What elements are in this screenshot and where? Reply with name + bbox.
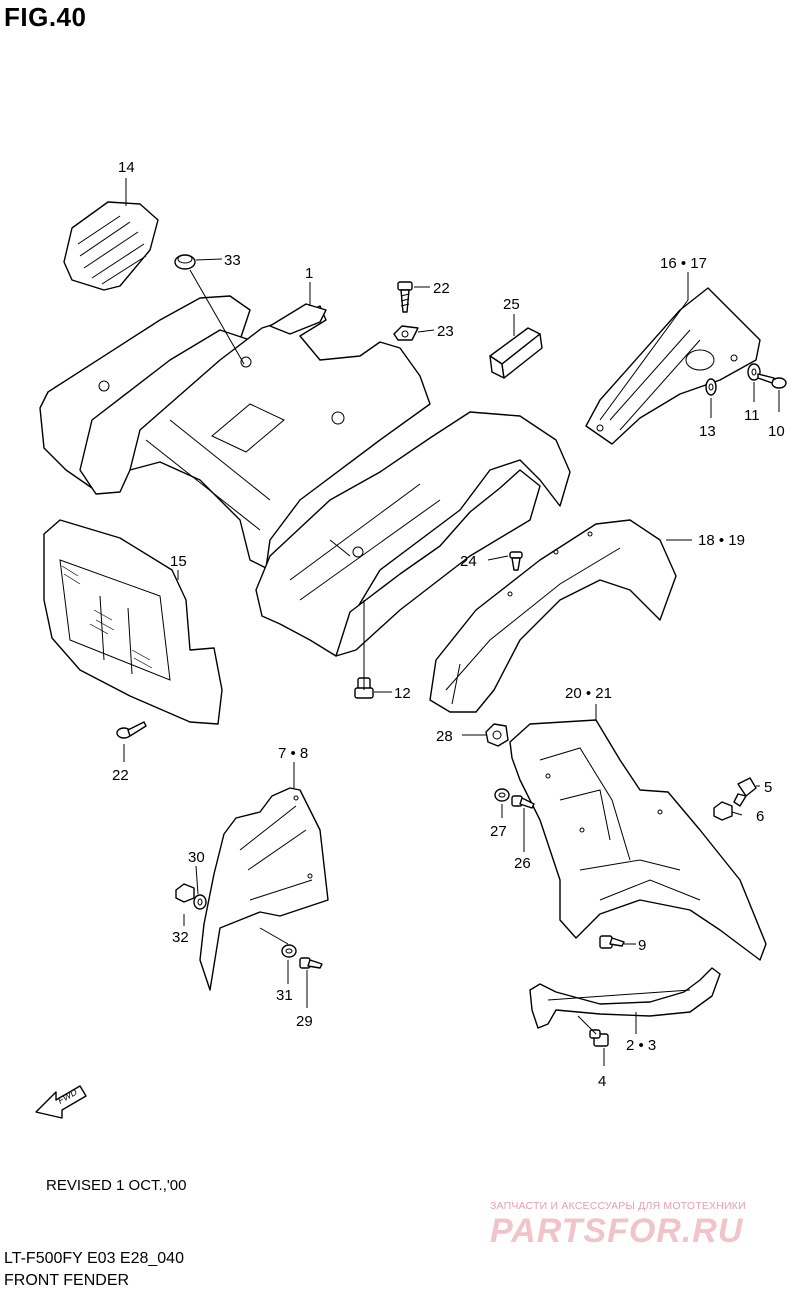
- arrow-fwd-icon: FWD: [35, 1085, 87, 1119]
- part-33-grommet[interactable]: [174, 254, 196, 270]
- part-15-grille-bezel[interactable]: [43, 519, 223, 725]
- part-25-foam-block[interactable]: [489, 327, 543, 379]
- part-16-17-bracket[interactable]: [585, 287, 761, 445]
- callout-31[interactable]: 31: [276, 987, 293, 1004]
- part-11-washer[interactable]: [747, 363, 761, 381]
- figure-title: FIG.40: [4, 2, 87, 32]
- leader-lines: [123, 178, 780, 1066]
- callout-12[interactable]: 12: [394, 685, 411, 702]
- callout-22-upper[interactable]: 22: [433, 280, 450, 297]
- part-18-19-mud-flap[interactable]: [429, 519, 677, 713]
- callout-10[interactable]: 10: [768, 423, 785, 440]
- callout-13[interactable]: 13: [699, 423, 716, 440]
- callout-20-21[interactable]: 20 • 21: [565, 685, 612, 702]
- callout-15[interactable]: 15: [170, 553, 187, 570]
- callout-24[interactable]: 24: [460, 553, 477, 570]
- callout-25[interactable]: 25: [503, 296, 520, 313]
- part-14-pad[interactable]: [63, 201, 159, 291]
- callout-18-19[interactable]: 18 • 19: [698, 532, 745, 549]
- callout-16-17[interactable]: 16 • 17: [660, 255, 707, 272]
- part-1-front-fender[interactable]: [39, 295, 571, 657]
- callout-26[interactable]: 26: [514, 855, 531, 872]
- part-22-screw-upper[interactable]: [397, 281, 413, 313]
- callout-32[interactable]: 32: [172, 929, 189, 946]
- part-13-washer[interactable]: [705, 378, 717, 396]
- part-6-nut[interactable]: [713, 801, 733, 821]
- part-7-8-mud-guard[interactable]: [199, 787, 329, 991]
- part-20-21-inner-fender[interactable]: [509, 719, 767, 961]
- part-27-washer[interactable]: [494, 788, 510, 802]
- callout-6[interactable]: 6: [756, 808, 764, 825]
- callout-23[interactable]: 23: [437, 323, 454, 340]
- callout-22-lower[interactable]: 22: [112, 767, 129, 784]
- part-32-nut[interactable]: [175, 883, 195, 903]
- callout-4[interactable]: 4: [598, 1073, 606, 1090]
- part-30-washer[interactable]: [193, 894, 207, 910]
- callout-labels: 14 33 1 22 23 25 16 • 17 13 11 10 15 18 …: [112, 159, 785, 1090]
- part-24-push-rivet[interactable]: [509, 551, 523, 571]
- part-26-bolt[interactable]: [511, 795, 535, 809]
- part-2-3-bar[interactable]: [529, 967, 721, 1029]
- part-4-bolt[interactable]: [589, 1029, 609, 1047]
- watermark-tagline: ЗАПЧАСТИ И АКСЕССУАРЫ ДЛЯ МОТОТЕХНИКИ: [490, 1200, 746, 1212]
- callout-7-8[interactable]: 7 • 8: [278, 745, 308, 762]
- callout-5[interactable]: 5: [764, 779, 772, 796]
- callout-30[interactable]: 30: [188, 849, 205, 866]
- callout-28[interactable]: 28: [436, 728, 453, 745]
- callout-9[interactable]: 9: [638, 937, 646, 954]
- callout-1[interactable]: 1: [305, 265, 313, 282]
- part-28-nut[interactable]: [485, 723, 509, 747]
- part-10-screw[interactable]: [757, 373, 787, 389]
- callout-29[interactable]: 29: [296, 1013, 313, 1030]
- callout-14[interactable]: 14: [118, 159, 135, 176]
- figure-name: FRONT FENDER: [4, 1272, 130, 1289]
- part-22-screw-lower[interactable]: [116, 721, 147, 739]
- watermark-logo: PARTSFOR.RU: [490, 1212, 744, 1250]
- part-23-nut-clip[interactable]: [393, 325, 419, 341]
- part-31-washer[interactable]: [281, 944, 297, 958]
- callout-2-3[interactable]: 2 • 3: [626, 1037, 656, 1054]
- part-29-bolt[interactable]: [299, 957, 323, 969]
- part-5-clip[interactable]: [733, 777, 757, 807]
- callout-11[interactable]: 11: [744, 407, 760, 424]
- model-code: LT-F500FY E03 E28_040: [4, 1250, 184, 1267]
- callout-27[interactable]: 27: [490, 823, 507, 840]
- revision-note: REVISED 1 OCT.,'00: [46, 1177, 187, 1194]
- part-9-bolt[interactable]: [599, 935, 625, 949]
- callout-33[interactable]: 33: [224, 252, 241, 269]
